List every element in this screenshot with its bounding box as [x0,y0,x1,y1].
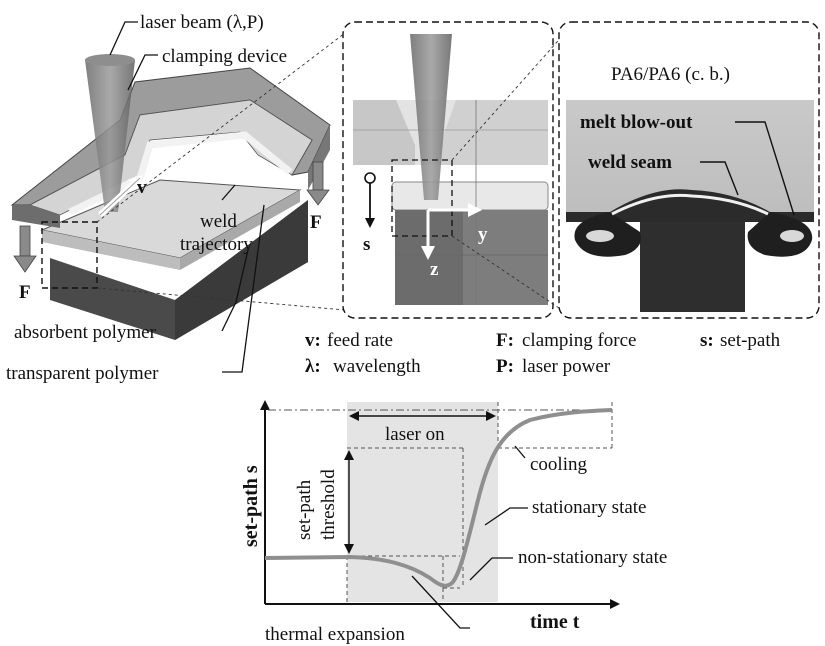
transparent-plate-right [180,190,300,270]
micro-zoom-line-1 [451,32,566,161]
detail-inner-dashed-box [391,159,453,237]
legend-s-key: s: [700,330,714,351]
legend-P-text: laser power [522,356,611,377]
laser-beam-cone [85,60,135,212]
leader-clamping-device [127,54,158,91]
thermal-expansion-label: thermal expansion [265,624,405,645]
z-axis-label: z [430,259,439,280]
absorbent-polymer-label: absorbent polymer [14,322,157,343]
weld-label-line2: trajectory [180,234,253,255]
detail-view: s y z [342,21,566,319]
detail-transparent-layer [391,181,549,211]
force-right-label: F [310,212,322,233]
micrograph-blowout-left-core [586,230,614,242]
set-path-origin [364,172,376,184]
cooling-label: cooling [530,454,587,475]
micro-zoom-line-2 [451,235,566,313]
leader-non-stationary [469,557,513,581]
transparent-plate-front [42,230,180,270]
laser-on-label: laser on [385,424,445,445]
leader-melt-blowout [735,121,795,216]
leader-weld-trajectory [221,184,236,201]
absorbent-block-side [175,200,308,340]
force-arrow-left-head [13,255,37,273]
threshold-label-line1: set-path [294,479,315,540]
force-arrow-right-shaft [312,161,324,191]
laser-beam-label: laser beam (λ,P) [140,12,264,33]
absorbent-block [50,200,308,340]
micrograph-weld-seam [566,189,814,222]
melt-blowout-label: melt blow-out [580,112,693,133]
legend-F-key: F: [496,330,514,351]
detail-laser-beam [410,34,452,200]
leader-transparent [222,204,265,373]
feed-rate-arrow-outline [99,177,141,216]
transparent-polymer-label: transparent polymer [6,363,159,384]
micrograph-panel: PA6/PA6 (c. b.) melt blow-out weld seam [558,21,820,319]
detail-nozzle [353,100,415,165]
legend-P-key: P: [496,356,514,377]
non-stationary-label: non-stationary state [518,547,667,568]
leader-absorbent [221,249,249,332]
feed-rate-symbol: v [137,177,147,198]
set-path-curve [264,408,613,588]
y-axis-label: y [478,224,488,245]
laser-on-band [347,402,498,602]
clamping-device-label: clamping device [162,46,287,67]
set-path-s-label: s [363,234,370,255]
graph-y-label: set-path s [240,465,262,547]
micrograph-melt-blowout-right [747,212,813,257]
legend-s-text: set-path [720,330,781,351]
leader-stationary [484,507,528,526]
leader-weld-seam [700,161,739,196]
threshold-label-line2: threshold [318,469,339,540]
force-arrow-left-shaft [19,225,31,257]
legend-v-key: v: [305,330,321,351]
setup-illustration: laser beam (λ,P) clamping device v weld … [6,12,346,384]
weld-label-line1: weld [200,211,237,232]
leader-cooling [514,445,526,459]
force-arrow-right-head [306,189,330,206]
set-path-graph: set-path s time t laser on set-path thre… [240,400,667,645]
detail-nozzle-right [440,100,548,165]
graph-x-label: time t [530,611,580,633]
legend-v-text: feed rate [327,330,393,351]
micrograph-weld-highlight [611,193,769,216]
legend-F-text: clamping force [522,330,636,351]
micrograph-blowout-right-core [780,230,804,242]
leader-thermal-expansion [411,575,470,629]
force-left-label: F [19,282,31,303]
stationary-label: stationary state [532,497,647,518]
micrograph-title: PA6/PA6 (c. b.) [611,64,730,85]
legend-lambda-text: wavelength [333,356,421,377]
laser-beam-top [85,54,135,66]
micrograph-pillar [640,212,745,312]
detail-zoom-line-1 [96,32,346,223]
legend-lambda-key: λ: [305,356,321,377]
weld-seam-label: weld seam [588,152,672,173]
symbol-legend: v: feed rate λ: wavelength F: clamping f… [305,330,781,377]
leader-laser-beam [109,21,138,56]
